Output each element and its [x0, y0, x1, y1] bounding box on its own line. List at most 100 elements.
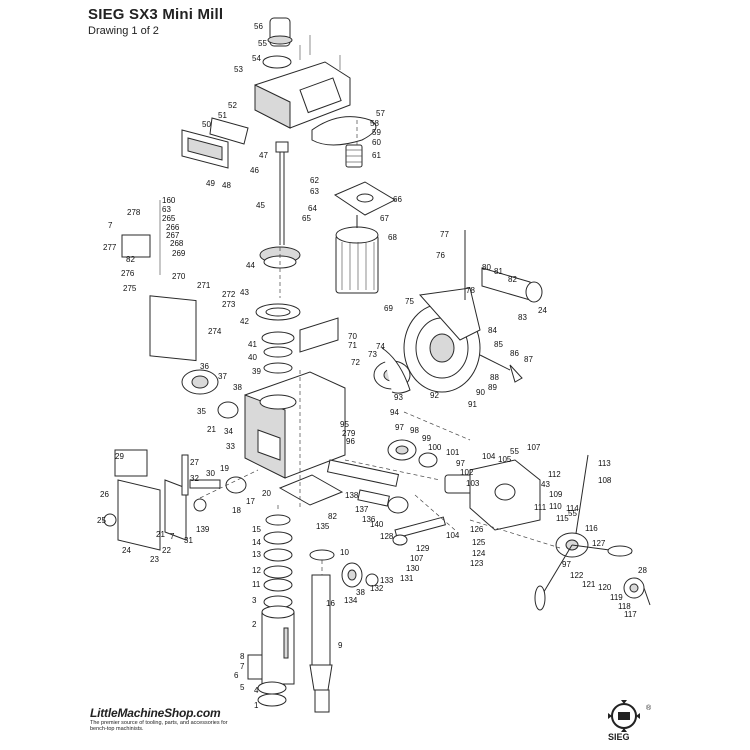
callout: 270	[172, 272, 186, 281]
callout: 87	[524, 355, 533, 364]
callout: 52	[228, 101, 237, 110]
callout: 28	[638, 566, 647, 575]
callout: 266	[166, 223, 180, 232]
shop-domain: .com	[193, 706, 221, 720]
callout: 3	[252, 596, 257, 605]
quill-tube	[261, 605, 295, 685]
callout: 47	[259, 151, 268, 160]
callout: 82	[508, 275, 517, 284]
sieg-logo-icon: SIEG ®	[608, 700, 652, 742]
control-panel-front	[181, 117, 249, 169]
callout: 73	[368, 350, 377, 359]
callout: 66	[393, 195, 402, 204]
callout: 107	[527, 443, 541, 452]
callout: 112	[548, 470, 561, 479]
callout: 22	[162, 546, 171, 555]
callout: 101	[446, 448, 460, 457]
callout: 132	[370, 584, 384, 593]
callout: 131	[400, 574, 414, 583]
callout: 138	[345, 491, 359, 500]
callout: 276	[121, 269, 135, 278]
callout: 95	[340, 420, 349, 429]
callout: 18	[232, 506, 241, 515]
callout: 104	[482, 452, 496, 461]
callout: 25	[97, 516, 106, 525]
callout: 130	[406, 564, 420, 573]
callout: 93	[394, 393, 403, 402]
callout: 86	[510, 349, 519, 358]
callout: 265	[162, 214, 176, 223]
callout-labels: 56 55 54 53 52 57 58 59 60 61 50 51 49 4…	[97, 22, 647, 710]
callout: 48	[222, 181, 231, 190]
callout: 269	[172, 249, 186, 258]
callout: 134	[344, 596, 358, 605]
callout: 4	[254, 686, 259, 695]
callout: 27	[190, 458, 199, 467]
callout: 30	[206, 469, 215, 478]
callout: 37	[218, 372, 227, 381]
callout: 97	[456, 459, 465, 468]
callout: 272	[222, 290, 236, 299]
callout: 279	[342, 429, 356, 438]
callout: 96	[346, 437, 355, 446]
callout: 11	[252, 580, 261, 589]
spindle	[309, 549, 335, 713]
callout: 110	[549, 502, 562, 511]
drive-belt	[311, 116, 377, 146]
callout: 5	[240, 683, 245, 692]
callout: 105	[498, 455, 512, 464]
fine-feed-gearbox	[373, 347, 411, 394]
callout: 140	[370, 520, 384, 529]
callout: 38	[233, 383, 242, 392]
shop-tagline: The premier source of tooling, parts, an…	[90, 720, 228, 732]
callout: 107	[410, 554, 424, 563]
callout: 268	[170, 239, 184, 248]
callout: 116	[585, 524, 598, 533]
callout: 128	[380, 532, 394, 541]
callout: 62	[310, 176, 319, 185]
callout: 24	[122, 546, 131, 555]
callout: 16	[326, 599, 335, 608]
callout: 7	[170, 532, 175, 541]
tilt-scale-plate	[403, 287, 481, 393]
shop-branding: LittleMachineShop.com The premier source…	[90, 706, 240, 732]
callout: 44	[246, 261, 255, 270]
drawing-header: SIEG SX3 Mini Mill Drawing 1 of 2	[88, 6, 223, 37]
callout: 80	[482, 263, 491, 272]
callout: 32	[190, 474, 199, 483]
callout: 68	[388, 233, 397, 242]
motor-bracket-housing	[254, 55, 351, 129]
feed-gear-train	[387, 439, 474, 494]
callout: 2	[252, 620, 257, 629]
dashed-assembly-lines	[199, 120, 561, 575]
motor-mount-plate	[333, 181, 397, 216]
callout: 89	[488, 383, 497, 392]
callout: 8	[240, 652, 245, 661]
callout: 41	[248, 340, 257, 349]
head-clamp-lever	[479, 354, 523, 383]
callout: 49	[206, 179, 215, 188]
callout: 46	[250, 166, 259, 175]
callout: 111	[534, 503, 547, 512]
callout: 55	[510, 447, 519, 456]
callout: 137	[355, 505, 369, 514]
pinion-gear	[341, 562, 379, 588]
handwheel-shaft	[574, 454, 589, 541]
callout: 103	[466, 479, 480, 488]
spindle-motor	[335, 215, 379, 294]
callout: 115	[556, 514, 569, 523]
callout: 54	[252, 54, 261, 63]
callout: 102	[460, 468, 474, 477]
callout: 91	[468, 400, 477, 409]
callout: 15	[252, 525, 261, 534]
callout: 133	[380, 576, 394, 585]
callout: 9	[338, 641, 343, 650]
callout: 136	[362, 515, 376, 524]
callout: 70	[348, 332, 357, 341]
callout: 10	[340, 548, 349, 557]
headstock-casting	[244, 371, 346, 479]
callout: 121	[582, 580, 596, 589]
callout: 90	[476, 388, 485, 397]
drawing-subtitle: Drawing 1 of 2	[88, 25, 159, 37]
handwheel-knob-cluster	[623, 577, 651, 606]
